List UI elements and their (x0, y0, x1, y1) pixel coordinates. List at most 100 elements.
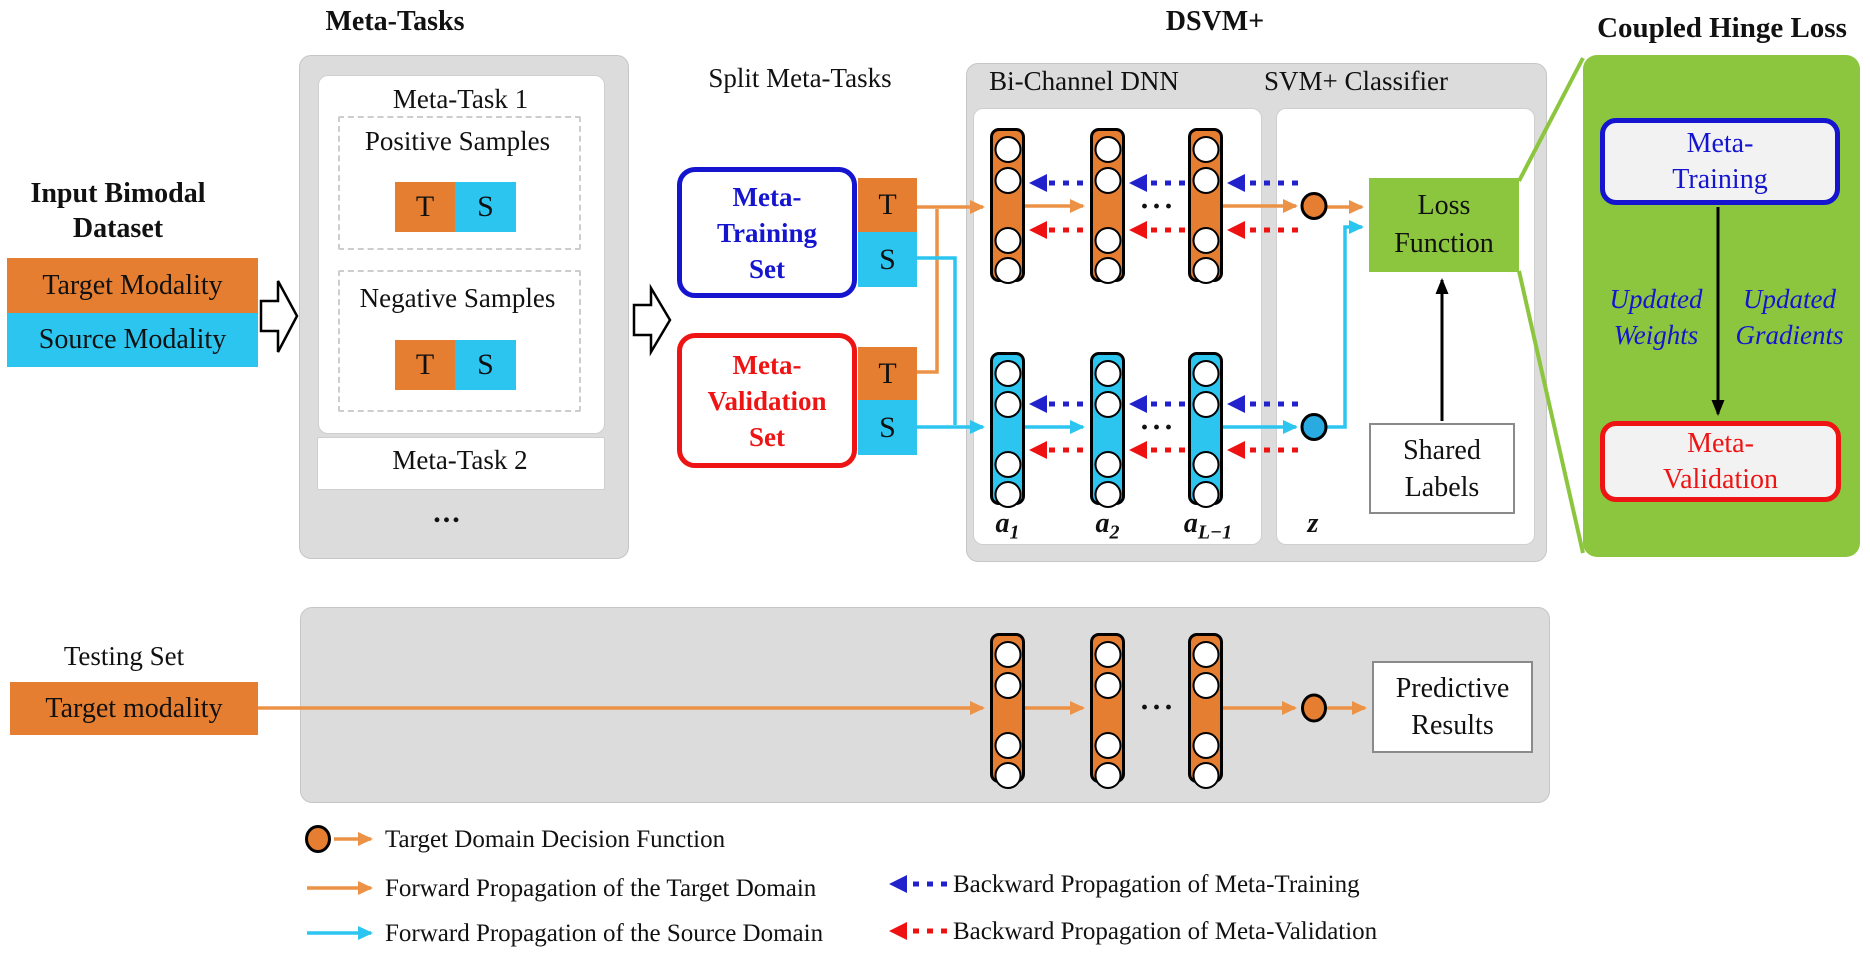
legend-bwd-training-label: Backward Propagation of Meta-Training (953, 871, 1360, 898)
bi-channel-dnn-label: Bi-Channel DNN (989, 66, 1179, 96)
neuron-node (1192, 481, 1219, 508)
split-meta-tasks-title: Split Meta-Tasks (708, 63, 892, 93)
neuron-node (1094, 136, 1121, 163)
callout-line-bottom (1517, 270, 1585, 554)
testing-layer-1 (990, 633, 1025, 789)
testing-layers-ellipsis: ··· (1139, 691, 1176, 724)
neuron-node (994, 360, 1021, 387)
neuron-node (1192, 732, 1219, 759)
layer-label-z: z (1307, 508, 1319, 539)
neuron-node (1094, 732, 1121, 759)
source-layer-l1 (1188, 352, 1223, 508)
layer-label-a2: a2 (1095, 508, 1120, 544)
updated-weights-label: Updated Weights (1609, 284, 1703, 350)
neuron-node (1094, 762, 1121, 789)
neuron-node (1192, 227, 1219, 254)
negative-source-block: S (455, 340, 516, 390)
negative-samples-label: Negative Samples (359, 283, 556, 313)
validation-t-block: T (858, 347, 917, 400)
neuron-node (1192, 360, 1219, 387)
neuron-node (994, 762, 1021, 789)
neuron-node (1094, 257, 1121, 284)
neuron-node (1192, 167, 1219, 194)
hinge-meta-validation-box: Meta- Validation (1600, 421, 1841, 502)
target-layer-2 (1090, 128, 1125, 284)
fwd-source-to-loss (1327, 220, 1364, 429)
source-modality-box: Source Modality (7, 313, 258, 367)
neuron-node (1192, 762, 1219, 789)
neuron-node (1192, 451, 1219, 478)
neuron-node (1094, 391, 1121, 418)
fwd-target-validation-join (917, 209, 939, 374)
testing-decision-node (1301, 693, 1327, 723)
neuron-node (994, 391, 1021, 418)
svm-classifier-label: SVM+ Classifier (1264, 66, 1448, 96)
source-layer-1 (990, 352, 1025, 508)
meta-task-2-label: Meta-Task 2 (392, 445, 528, 475)
neuron-node (1094, 167, 1121, 194)
coupled-hinge-loss-title: Coupled Hinge Loss (1597, 12, 1847, 44)
neuron-node (1192, 672, 1219, 699)
testing-target-modality-box: Target modality (10, 682, 258, 735)
callout-line-top (1517, 57, 1585, 182)
meta-task-2-box (317, 437, 605, 490)
neuron-node (1192, 257, 1219, 284)
meta-validation-set-box: Meta- Validation Set (677, 333, 857, 468)
layer-label-a1: a1 (995, 508, 1020, 544)
loss-function-box: Loss Function (1369, 178, 1519, 272)
target-layers-ellipsis: ··· (1139, 190, 1176, 223)
neuron-node (994, 672, 1021, 699)
meta-task-1-label: Meta-Task 1 (392, 84, 529, 114)
neuron-node (994, 167, 1021, 194)
neuron-node (1094, 227, 1121, 254)
neuron-node (1094, 641, 1121, 668)
meta-tasks-ellipsis: ... (433, 496, 462, 529)
legend-fwd-target-label: Forward Propagation of the Target Domain (385, 875, 817, 902)
neuron-node (994, 136, 1021, 163)
source-layer-2 (1090, 352, 1125, 508)
hinge-meta-training-box: Meta- Training (1600, 118, 1840, 205)
neuron-node (1094, 481, 1121, 508)
testing-panel (300, 607, 1550, 803)
predictive-results-box: Predictive Results (1372, 661, 1533, 753)
updated-gradients-label: Updated Gradients (1735, 284, 1844, 350)
legend-fwd-source-label: Forward Propagation of the Source Domain (385, 920, 824, 947)
fwd-source-training-join (917, 256, 957, 425)
legend-bwd-validation-label: Backward Propagation of Meta-Validation (953, 918, 1378, 945)
neuron-node (1192, 136, 1219, 163)
neuron-node (994, 227, 1021, 254)
target-decision-node (1300, 192, 1328, 220)
neuron-node (994, 451, 1021, 478)
neuron-node (994, 481, 1021, 508)
testing-layer-l1 (1188, 633, 1223, 789)
positive-samples-label: Positive Samples (364, 126, 551, 156)
neuron-node (1094, 451, 1121, 478)
positive-target-block: T (395, 182, 455, 232)
target-modality-box: Target Modality (7, 258, 258, 313)
neuron-node (994, 732, 1021, 759)
source-layers-ellipsis: ··· (1139, 411, 1176, 444)
neuron-node (1094, 360, 1121, 387)
block-arrow-tasks-to-split (632, 283, 672, 357)
input-dataset-title: Input Bimodal Dataset (30, 178, 206, 244)
layer-label-al1: aL−1 (1183, 508, 1233, 544)
neuron-node (1094, 672, 1121, 699)
neuron-node (994, 257, 1021, 284)
training-t-block: T (858, 178, 917, 232)
target-layer-l1 (1188, 128, 1223, 284)
meta-tasks-title: Meta-Tasks (325, 6, 465, 37)
training-s-block: S (858, 232, 917, 287)
source-decision-node (1300, 413, 1328, 441)
neuron-node (1192, 641, 1219, 668)
legend-decision-label: Target Domain Decision Function (385, 826, 726, 853)
block-arrow-dataset-to-tasks (259, 280, 299, 353)
testing-set-label: Testing Set (63, 641, 185, 671)
legend-decision-node-icon (305, 825, 331, 853)
neuron-node (994, 641, 1021, 668)
positive-source-block: S (455, 182, 516, 232)
target-layer-1 (990, 128, 1025, 284)
validation-s-block: S (858, 400, 917, 455)
negative-target-block: T (395, 340, 455, 390)
